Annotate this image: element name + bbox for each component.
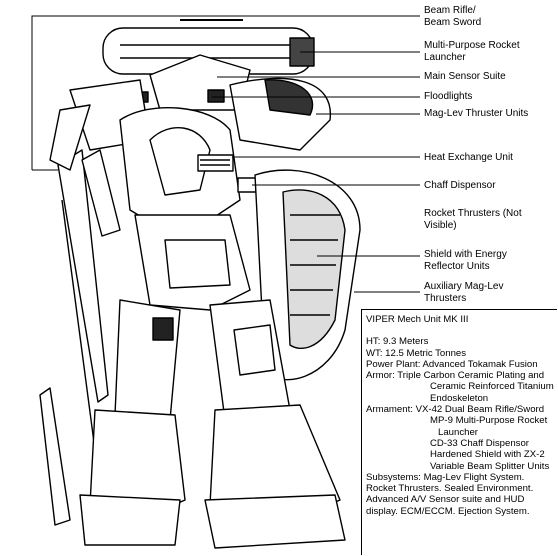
spec-title: VIPER Mech Unit MK III (366, 314, 469, 325)
spec-armament-line-6: Variable Beam Splitter Units (430, 460, 550, 472)
callout-maglev-thrusters: Mag-Lev Thruster Units (424, 108, 529, 119)
torso-drawing (119, 106, 257, 311)
callout-shield: Shield with Energy Reflector Units (424, 249, 507, 272)
spec-armament-line-5: Hardened Shield with ZX-2 (430, 449, 545, 461)
callout-chaff: Chaff Dispensor (424, 180, 496, 191)
spec-height: HT: 9.3 Meters (366, 336, 429, 348)
spec-sheet-box: VIPER Mech Unit MK III HT: 9.3 Meters WT… (361, 309, 557, 555)
spec-subsystems-line-3: Advanced A/V Sensor suite and HUD (366, 494, 525, 506)
spec-armor-line-1: Armor: Triple Carbon Ceramic Plating and (366, 370, 545, 382)
spec-armament-line-1: Armament: VX-42 Dual Beam Rifle/Sword (366, 404, 545, 416)
callout-rocket-launcher: Multi-Purpose Rocket Launcher (424, 40, 520, 63)
beam-rifle-drawing (39, 149, 121, 526)
callout-aux-maglev: Auxiliary Mag-Lev Thrusters (424, 281, 504, 304)
spec-armament-line-2: MP-9 Multi-Purpose Rocket (430, 415, 548, 427)
spec-power-plant: Power Plant: Advanced Tokamak Fusion (366, 358, 538, 370)
spec-subsystems-line-4: display. ECM/ECCM. Ejection System. (366, 505, 530, 517)
callout-rocket-thrusters: Rocket Thrusters (Not Visible) (424, 208, 522, 231)
spec-weight: WT: 12.5 Metric Tonnes (366, 347, 467, 359)
spec-armor-line-3: Endoskeleton (430, 392, 489, 404)
callout-heat-exchange: Heat Exchange Unit (424, 152, 513, 163)
shield-drawing (254, 169, 361, 381)
legs-drawing (79, 299, 346, 549)
callout-floodlights: Floodlights (424, 91, 473, 102)
spec-armament-line-4: CD-33 Chaff Dispensor (430, 437, 530, 449)
spec-subsystems-line-1: Subsystems: Mag-Lev Flight System. (366, 471, 525, 483)
spec-subsystems-line-2: Rocket Thrusters. Sealed Environment. (366, 483, 534, 495)
spec-armament-line-3: Launcher (438, 426, 479, 438)
callout-beam-rifle: Beam Rifle/ Beam Sword (424, 5, 482, 28)
spec-armor-line-2: Ceramic Reinforced Titanium (430, 381, 554, 393)
callout-main-sensor: Main Sensor Suite (424, 71, 506, 82)
callout-leader-lines (31, 15, 420, 293)
